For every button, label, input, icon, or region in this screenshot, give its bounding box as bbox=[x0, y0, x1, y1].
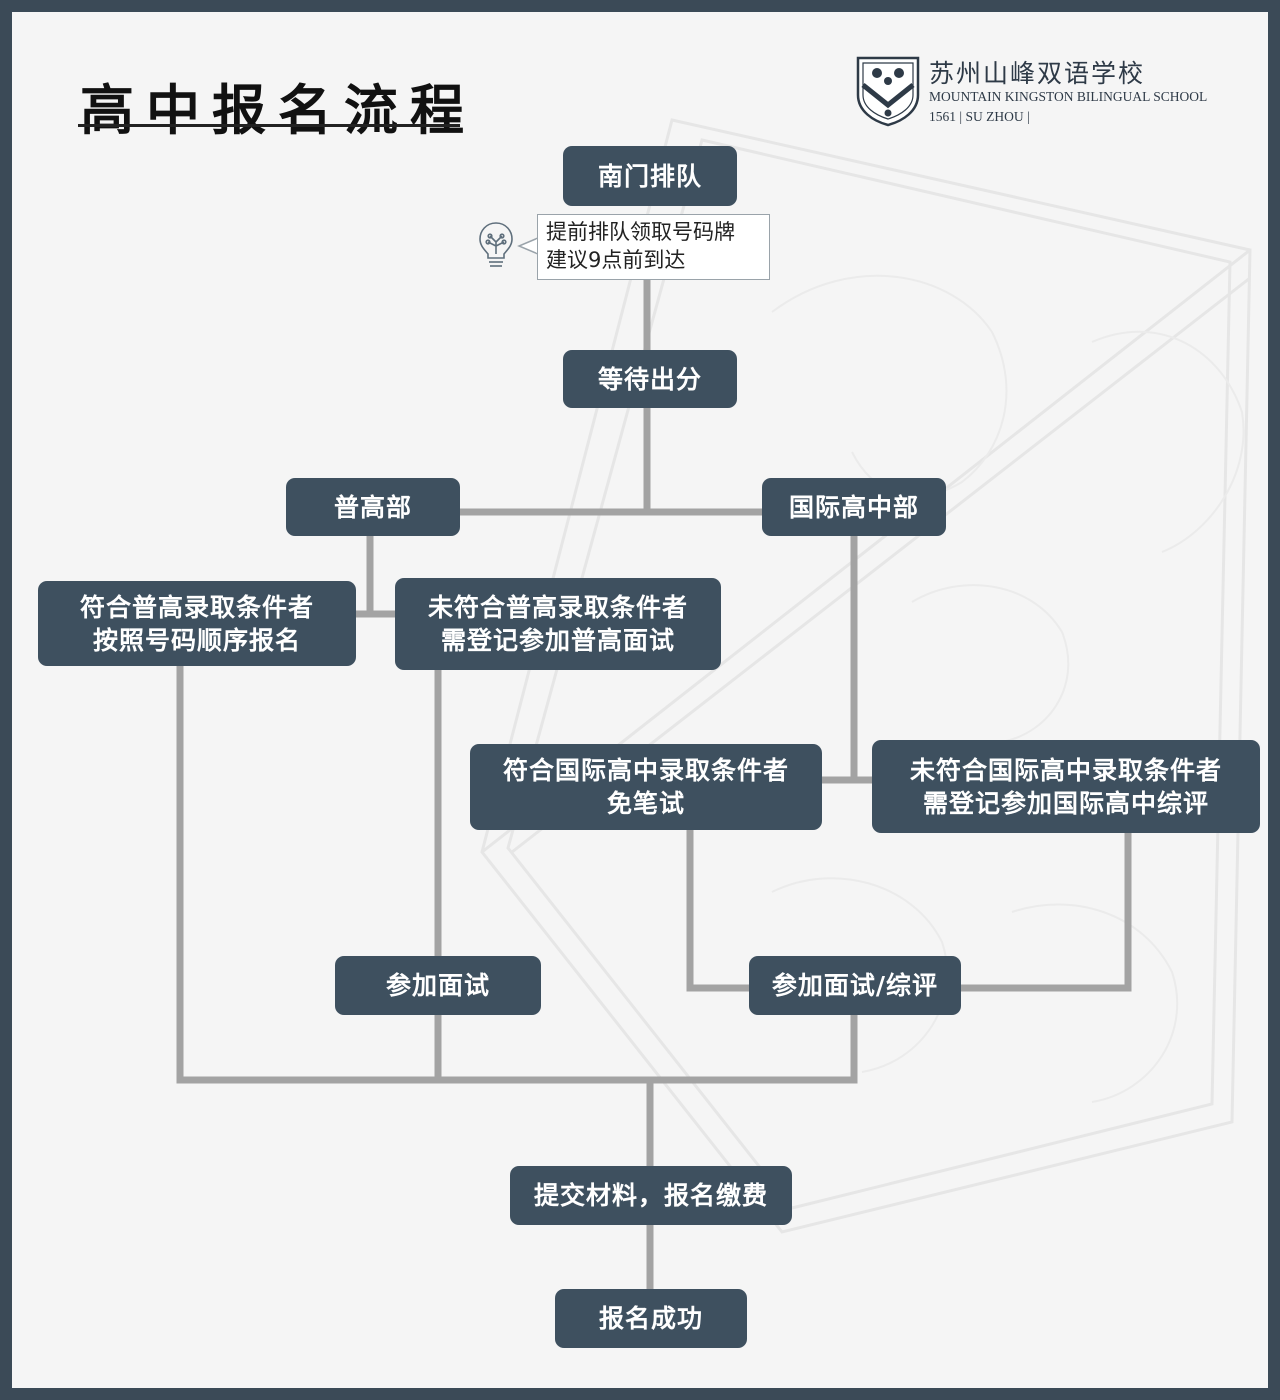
school-name-cn: 苏州山峰双语学校 bbox=[929, 59, 1146, 88]
node-general-unqualified-line-1: 未符合普高录取条件者 bbox=[427, 593, 688, 622]
flow-connectors bbox=[176, 276, 1132, 1294]
node-intl-dept-label: 国际高中部 bbox=[788, 492, 919, 522]
connector-intl-unqualified-review bbox=[956, 828, 1132, 992]
node-wait-score: 等待出分 bbox=[563, 350, 737, 408]
node-general-qualified-line-2: 按照号码顺序报名 bbox=[92, 625, 301, 655]
node-success-label: 报名成功 bbox=[598, 1304, 703, 1333]
node-interview-review: 参加面试/综评 bbox=[749, 956, 961, 1015]
node-submit-pay-label: 提交材料，报名缴费 bbox=[533, 1181, 768, 1210]
connector-intl-qualified-review bbox=[686, 824, 753, 992]
tip-line-2: 建议9点前到达 bbox=[546, 248, 686, 272]
school-crest-logo bbox=[856, 56, 920, 127]
flowchart-canvas: 高中报名流程 苏州山峰双语学校 MOUNTAIN KINGSTON BILING… bbox=[12, 12, 1268, 1388]
node-intl-unqualified-line-2: 需登记参加国际高中综评 bbox=[922, 788, 1209, 818]
node-intl-qualified: 符合国际高中录取条件者 免笔试 bbox=[470, 744, 822, 830]
node-intl-unqualified-line-1: 未符合国际高中录取条件者 bbox=[909, 755, 1222, 785]
lightbulb-icon bbox=[479, 222, 513, 267]
node-general-qualified-line-1: 符合普高录取条件者 bbox=[79, 592, 314, 622]
node-queue: 南门排队 bbox=[563, 146, 737, 206]
school-city-line: 1561 | SU ZHOU | bbox=[929, 109, 1030, 124]
tip-line-1: 提前排队领取号码牌 bbox=[546, 220, 735, 244]
page-title: 高中报名流程 bbox=[80, 79, 476, 142]
node-submit-pay: 提交材料，报名缴费 bbox=[510, 1166, 792, 1225]
node-intl-qualified-line-2: 免笔试 bbox=[606, 789, 685, 818]
node-interview-review-label: 参加面试/综评 bbox=[771, 971, 939, 1000]
node-interview-label: 参加面试 bbox=[385, 971, 490, 1000]
node-general-dept-label: 普高部 bbox=[333, 492, 412, 522]
node-general-qualified: 符合普高录取条件者 按照号码顺序报名 bbox=[38, 581, 356, 666]
node-wait-score-label: 等待出分 bbox=[597, 364, 702, 394]
school-name-en: MOUNTAIN KINGSTON BILINGUAL SCHOOL bbox=[929, 89, 1208, 104]
node-general-unqualified-line-2: 需登记参加普高面试 bbox=[440, 626, 675, 655]
node-intl-dept: 国际高中部 bbox=[762, 478, 946, 536]
title-underline bbox=[78, 124, 460, 127]
tip-callout: 提前排队领取号码牌 建议9点前到达 bbox=[537, 214, 770, 280]
node-intl-unqualified: 未符合国际高中录取条件者 需登记参加国际高中综评 bbox=[872, 740, 1260, 833]
node-general-dept: 普高部 bbox=[286, 478, 460, 536]
tip-callout-tail bbox=[517, 236, 539, 256]
node-success: 报名成功 bbox=[555, 1289, 747, 1348]
node-general-unqualified: 未符合普高录取条件者 需登记参加普高面试 bbox=[395, 578, 721, 670]
node-queue-label: 南门排队 bbox=[597, 161, 702, 191]
node-intl-qualified-line-1: 符合国际高中录取条件者 bbox=[502, 756, 789, 785]
node-interview: 参加面试 bbox=[335, 956, 541, 1015]
